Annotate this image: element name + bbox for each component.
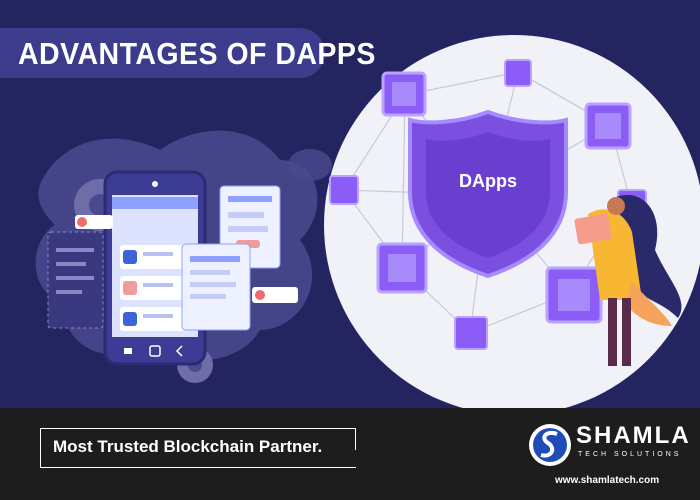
doc-card-left: [47, 231, 104, 329]
shield-icon: [408, 109, 568, 279]
floating-card-middle: [181, 243, 251, 331]
website-link[interactable]: www.shamlatech.com: [555, 475, 660, 486]
person-figure: [574, 194, 682, 366]
title-banner: ADVANTAGES OF DAPPS: [0, 28, 375, 78]
brand-subtitle: TECH SOLUTIONS: [578, 451, 682, 458]
hub-label: DApps: [459, 171, 517, 191]
tagline: Most Trusted Blockchain Partner.: [53, 437, 323, 456]
tagline-box: Most Trusted Blockchain Partner.: [40, 428, 356, 468]
network-blocks: [329, 59, 647, 350]
brand-name: SHAMLA: [576, 422, 691, 449]
illustration: [35, 35, 700, 410]
brand-logo[interactable]: SHAMLA TECH SOLUTIONS: [528, 418, 689, 472]
page-title: ADVANTAGES OF DAPPS: [18, 36, 376, 71]
logo-icon: [529, 424, 571, 466]
check-icon: [75, 215, 298, 303]
phone-icon: [103, 170, 207, 366]
footer: Most Trusted Blockchain Partner. SHAMLA …: [0, 408, 700, 500]
